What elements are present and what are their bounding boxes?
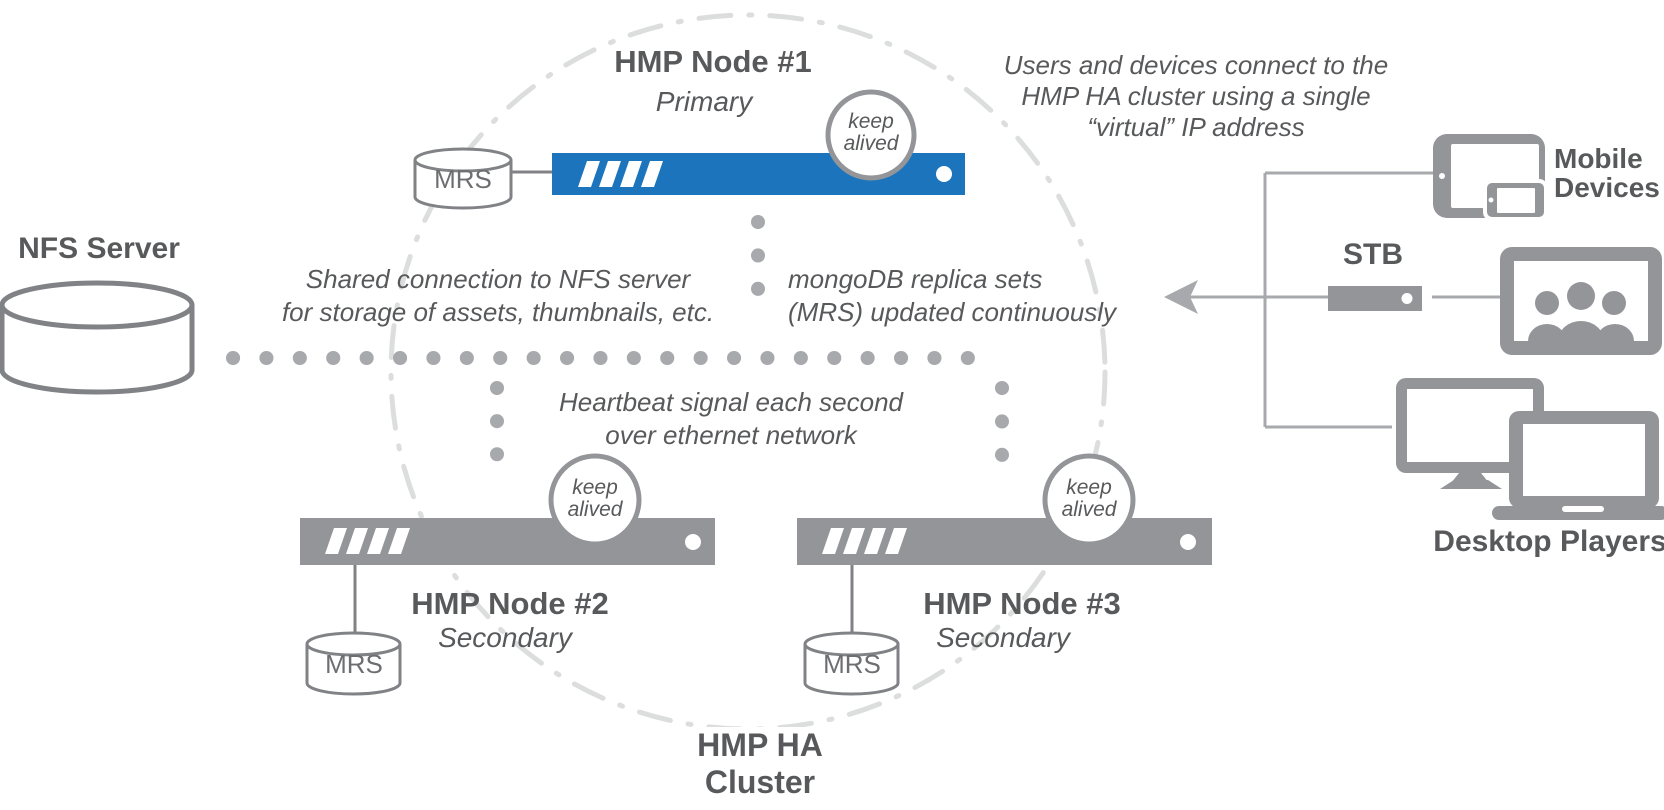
cluster-label: HMP HA Cluster	[681, 727, 839, 801]
mongodb-note: mongoDB replica sets (MRS) updated conti…	[788, 264, 1117, 327]
node2-server-icon	[300, 518, 715, 565]
nfs-server-icon	[0, 280, 195, 395]
mrs3-label: MRS	[823, 649, 881, 679]
node3-keepalived-label: keep alived	[1061, 476, 1117, 521]
node2-keepalived-label: keep alived	[567, 476, 623, 521]
node3-keepalived-badge	[1042, 453, 1136, 547]
node1-title: HMP Node #1	[614, 44, 812, 79]
stb-label: STB	[1343, 238, 1403, 271]
virtual-ip-arrowhead	[1164, 280, 1198, 314]
laptop-icon	[1492, 411, 1664, 520]
heartbeat-note: Heartbeat signal each second over ethern…	[558, 387, 904, 450]
mrs1-cylinder-icon	[413, 147, 513, 210]
node2-server-slashes	[325, 528, 410, 554]
mrs2-label: MRS	[325, 649, 383, 679]
mobile-devices-label: Mobile Devices	[1554, 143, 1660, 203]
node3-role: Secondary	[936, 622, 1070, 653]
node2-keepalived-badge	[548, 453, 642, 547]
node3-server-slashes	[822, 528, 907, 554]
node3-title: HMP Node #3	[923, 586, 1121, 621]
node3-led	[1180, 534, 1196, 550]
node1-keepalived-label: keep alived	[843, 110, 899, 155]
cluster-ring	[388, 12, 1108, 732]
node3-server-icon	[797, 518, 1212, 565]
node2-title: HMP Node #2	[411, 586, 609, 621]
virtual-ip-note: Users and devices connect to the HMP HA …	[1003, 50, 1389, 142]
node2-led	[685, 534, 701, 550]
tv-audience-icon	[1500, 247, 1662, 355]
client-bracket-lines	[1190, 171, 1502, 429]
stb-icon	[1328, 286, 1422, 311]
desktop-players-label: Desktop Players	[1433, 525, 1664, 558]
phone-icon	[1483, 179, 1548, 221]
mrs1-label: MRS	[434, 164, 492, 194]
shared-nfs-note: Shared connection to NFS server for stor…	[281, 264, 715, 327]
nfs-server-label: NFS Server	[18, 232, 180, 265]
node2-role: Secondary	[438, 622, 572, 653]
node1-server-slashes	[578, 161, 663, 187]
node1-keepalived-badge	[825, 89, 917, 181]
mrs3-cylinder-icon	[803, 631, 900, 696]
node1-role: Primary	[655, 86, 753, 117]
node1-led	[936, 166, 952, 182]
mrs2-cylinder-icon	[305, 631, 402, 696]
